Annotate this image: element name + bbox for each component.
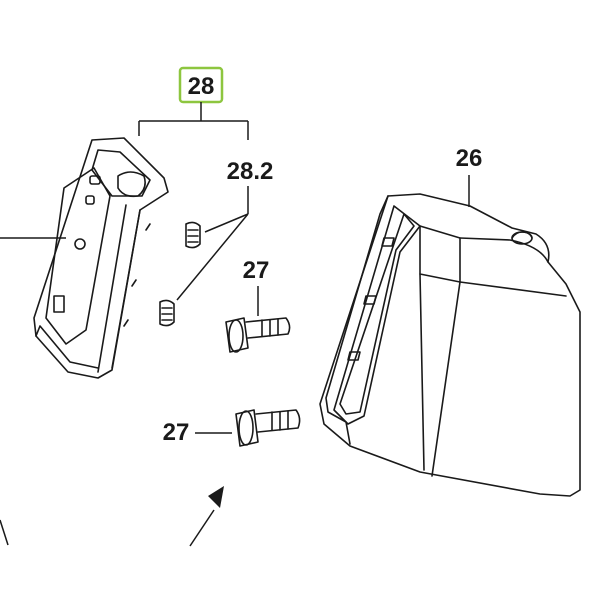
callout-26-label[interactable]: 26 xyxy=(456,145,483,172)
cover-part xyxy=(319,193,581,497)
direction-arrow xyxy=(189,486,224,547)
callout-27-lower-label[interactable]: 27 xyxy=(163,419,190,446)
callout-28-group[interactable]: 28 xyxy=(178,66,224,104)
lamp-housing-part xyxy=(33,137,169,379)
bulb-upper-part xyxy=(185,221,201,249)
callout-28-bracket xyxy=(138,102,249,140)
callout-27-upper-label[interactable]: 27 xyxy=(243,257,270,284)
screw-upper-part xyxy=(225,317,291,353)
callout-28-2-label[interactable]: 28.2 xyxy=(227,158,274,185)
callout-28-2-leader xyxy=(176,186,249,301)
left-edge-line xyxy=(0,519,9,546)
bulb-lower-part xyxy=(159,299,175,327)
screw-lower-part xyxy=(235,409,301,447)
callout-28-label: 28 xyxy=(188,73,215,100)
